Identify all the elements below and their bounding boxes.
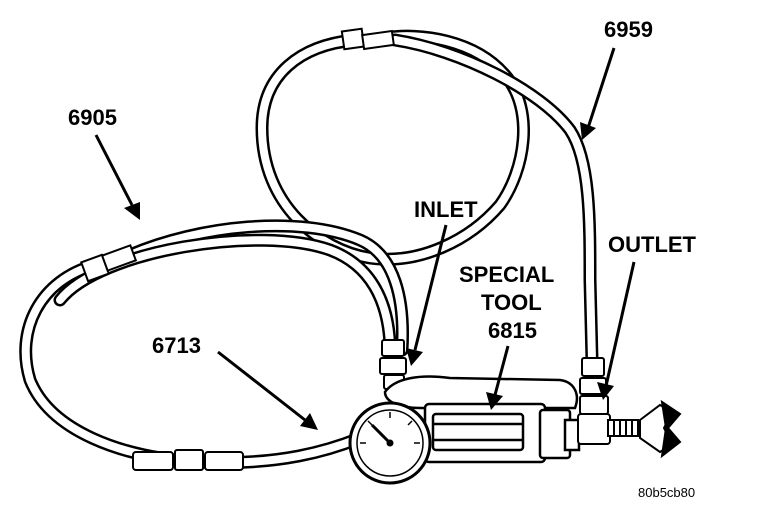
label-outlet: OUTLET xyxy=(608,232,697,257)
label-special-tool-number: 6815 xyxy=(488,318,537,343)
arrow-inlet xyxy=(413,224,448,351)
hose-6905-end-fitting xyxy=(79,244,138,283)
outlet-valve-assembly xyxy=(577,357,639,445)
hose-6905-loop xyxy=(19,219,409,470)
pressure-gauge xyxy=(348,401,432,485)
arrow-special-tool xyxy=(493,345,510,396)
arrowhead-outlet xyxy=(597,382,614,400)
label-6905: 6905 xyxy=(68,105,117,130)
label-6713: 6713 xyxy=(152,333,201,358)
arrowhead-6959 xyxy=(580,122,596,140)
arrow-6959 xyxy=(586,47,616,129)
figure-code: 80b5cb80 xyxy=(638,485,695,500)
arrowhead-special-tool xyxy=(486,392,503,410)
label-special-tool-line2: TOOL xyxy=(481,290,542,315)
arrow-6905 xyxy=(94,134,134,206)
hose-6959-loop xyxy=(255,29,599,367)
hose-6959-end-fitting xyxy=(340,27,395,51)
label-6959: 6959 xyxy=(604,17,653,42)
arrow-outlet xyxy=(604,261,636,387)
arrowhead-inlet xyxy=(406,348,423,366)
label-special-tool-line1: SPECIAL xyxy=(459,262,554,287)
valve-handle xyxy=(639,399,682,459)
leader-arrows xyxy=(94,47,636,430)
label-inlet: INLET xyxy=(414,197,478,222)
arrow-6713 xyxy=(217,350,306,422)
hose-6713-fittings xyxy=(132,449,244,471)
arrowhead-6905 xyxy=(124,202,140,220)
arrowhead-6713 xyxy=(300,413,318,430)
